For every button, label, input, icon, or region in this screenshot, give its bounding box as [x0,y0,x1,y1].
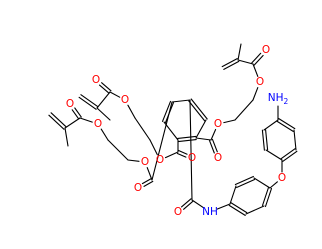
bond-single-49 [269,181,278,189]
bond-double-b-37 [48,114,65,130]
bond-single-11 [127,104,136,119]
bond-double-a-47 [234,175,254,186]
bond-double-a-45 [264,187,273,208]
atom-label-o2e: O [256,76,264,88]
bond-double-a-24 [253,54,264,66]
bond-single-12 [109,91,121,98]
bond-double-b-43 [230,202,248,214]
atom-label-n5: NH2 [268,92,289,106]
atom-label-ma3od: O [66,98,74,110]
bond-single-36 [64,117,81,129]
atom-label-o1e: O [121,94,129,106]
bond-double-b-53 [276,120,294,132]
bond-single-48 [229,185,237,205]
bond-single-38 [64,127,69,147]
bond-double-a-43 [228,204,246,216]
bond-double-b-15 [78,96,97,110]
bond-double-b-1 [177,135,197,139]
bond-double-a-37 [50,112,67,128]
bond-double-b-35 [71,109,80,120]
bond-single-52 [293,129,297,151]
amine-label-subscript: 2 [283,97,288,106]
bond-double-a-18 [208,140,215,154]
bond-double-a-26 [221,58,238,68]
atom-label-o1d: O [188,152,196,164]
bond-single-46 [253,177,271,189]
atom-label-o3s: O [141,156,149,168]
bond-double-b-45 [261,186,270,207]
bond-single-30 [146,167,153,181]
bond-double-a-53 [278,118,296,130]
bond-double-a-5 [161,100,172,122]
bond-double-b-47 [236,178,256,189]
atom-label-o5: O [278,172,286,184]
bond-double-a-40 [180,198,192,208]
bond-single-8 [164,151,179,159]
bond-single-9 [149,139,158,156]
bond-single-17 [195,137,212,141]
bond-single-34 [79,117,93,123]
bond-single-32 [107,139,129,161]
bond-double-b-29 [143,180,154,187]
bond-single-25 [237,59,254,65]
bond-single-2 [195,119,207,139]
bond-single-28 [151,101,173,181]
bond-single-22 [252,87,259,101]
bond-single-42 [216,203,231,210]
atom-label-ma1od: O [92,74,100,86]
amine-label-main: NH [268,92,284,104]
bond-single-54 [263,119,279,131]
bond-single-4 [171,99,191,103]
bond-single-21 [234,99,254,121]
bond-single-56 [265,149,283,161]
bond-single-33 [100,128,109,141]
bond-double-a-7 [176,152,187,158]
bond-double-b-7 [178,149,188,155]
bond-single-10 [134,117,151,141]
bond-double-a-3 [190,98,208,120]
bond-double-a-51 [282,150,298,162]
bond-single-31 [127,159,140,162]
atom-label-o2s: O [214,118,222,130]
atom-label-o4: O [174,206,182,218]
bond-single-44 [245,205,265,215]
bond-double-b-3 [188,100,206,122]
atom-label-n4: NH [202,206,218,218]
bond-double-b-55 [265,129,269,151]
atom-label-ma2od: O [262,44,270,56]
bond-double-b-40 [183,200,194,210]
bond-double-b-18 [211,138,218,153]
bond-single-23 [252,63,259,77]
bond-single-16 [96,107,111,121]
bond-single-19 [210,128,217,141]
bond-double-a-1 [177,139,197,143]
atom-label-o3e: O [94,118,102,130]
bond-layer [48,43,298,216]
bond-single-39 [189,99,193,201]
bond-double-a-15 [80,94,99,108]
bond-single-41 [191,199,204,209]
bond-double-b-51 [280,148,296,160]
atom-label-o2d: O [214,152,222,164]
bond-double-b-26 [223,60,240,70]
bond-double-a-35 [74,107,82,118]
atom-label-o3d: O [134,182,142,194]
bond-single-20 [223,119,236,124]
bond-single-14 [96,91,111,109]
bond-single-27 [237,43,242,61]
bond-double-b-24 [251,52,262,64]
bond-double-a-55 [261,129,265,151]
bond-double-a-13 [101,82,112,92]
atom-label-o1s: O [156,154,164,166]
bond-double-b-13 [98,84,110,94]
bond-double-a-29 [141,178,152,185]
